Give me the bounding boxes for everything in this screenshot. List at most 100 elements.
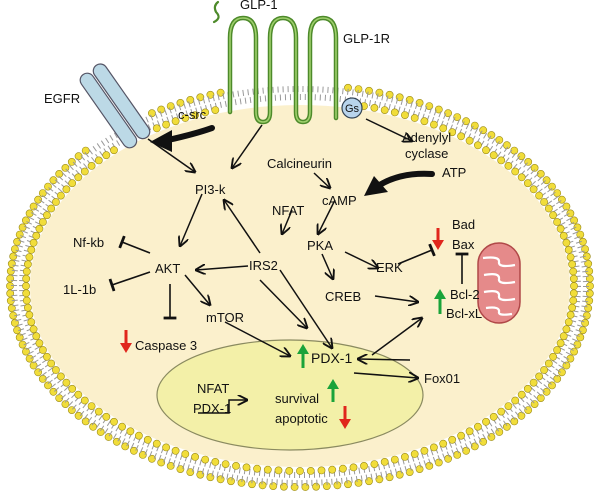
lipid-head — [29, 202, 38, 211]
lipid-head — [29, 325, 38, 334]
lipid-head — [29, 361, 38, 370]
lipid-head — [186, 96, 195, 104]
pdx1-label: PDX-1 — [311, 350, 352, 366]
lipid-head — [306, 466, 315, 475]
lipid-head — [462, 446, 470, 455]
lipid-head — [439, 439, 448, 448]
lipid-head — [400, 452, 409, 461]
lipid-head — [62, 185, 71, 194]
lipid-head — [87, 402, 96, 410]
lipid-head — [479, 437, 488, 446]
lipid-head — [68, 384, 77, 393]
lipid-head — [6, 274, 15, 283]
lipid-head — [102, 412, 111, 421]
nfkb-label: Nf-kb — [73, 235, 104, 250]
lipid-head — [47, 359, 56, 368]
lipid-head — [504, 161, 513, 170]
lipid-head — [328, 465, 337, 474]
lipid-head — [94, 407, 103, 416]
lipid-head — [96, 428, 105, 436]
irs2-label: IRS2 — [249, 258, 278, 273]
lipid-head — [138, 450, 147, 459]
lipid-head — [581, 245, 589, 253]
lipid-head — [191, 111, 199, 119]
lipid-head — [415, 99, 424, 107]
lipid-head — [171, 117, 180, 126]
atp-label: ATP — [442, 165, 466, 180]
lipid-head — [81, 417, 90, 426]
lipid-head — [410, 114, 419, 122]
lipid-head — [344, 480, 352, 489]
lipid-head — [301, 483, 310, 491]
lipid-head — [549, 352, 557, 361]
lipid-head — [529, 185, 538, 194]
lipid-head — [52, 366, 60, 374]
atp-curve-arrow — [375, 170, 435, 189]
lipid-head — [18, 340, 27, 349]
glp1r-label: GLP-1R — [343, 31, 390, 46]
bax-label: Bax — [452, 237, 475, 252]
lipid-head — [573, 340, 582, 349]
nfat-label: NFAT — [272, 203, 304, 218]
lipid-head — [529, 378, 538, 387]
lipid-head — [553, 346, 561, 354]
lipid-head — [211, 457, 220, 466]
lipid-head — [584, 304, 593, 313]
lipid-head — [162, 120, 170, 129]
lipid-head — [25, 310, 34, 319]
lipid-head — [375, 475, 384, 484]
lipid-head — [470, 442, 479, 451]
lipid-head — [10, 245, 19, 253]
atp-arrowhead — [364, 176, 388, 196]
lipid-head — [429, 443, 438, 452]
lipid-head — [370, 460, 379, 468]
lipid-head — [27, 318, 36, 326]
lipid-head — [354, 478, 363, 487]
lipid-head — [410, 450, 419, 458]
lipid-head — [582, 252, 591, 261]
lipid-head — [126, 427, 135, 436]
lipid-head — [32, 332, 41, 341]
lipid-head — [585, 296, 594, 305]
lipid-head — [80, 396, 89, 405]
lipid-head — [553, 189, 562, 197]
glp1-label: GLP-1 — [240, 0, 278, 12]
apoptotic-label: apoptotic — [275, 411, 328, 426]
lipid-head — [9, 252, 18, 261]
lipid-head — [74, 173, 83, 182]
lipid-head — [171, 446, 180, 455]
lipid-head — [181, 450, 190, 458]
lipid-head — [196, 93, 205, 102]
lipid-head — [227, 477, 235, 486]
down-arrow-bad-bax — [432, 228, 444, 250]
lipid-head — [370, 104, 379, 112]
lipid-head — [7, 259, 16, 268]
lipid-head — [482, 146, 490, 155]
lipid-head — [269, 482, 278, 490]
lipid-head — [568, 260, 576, 269]
cyclase-label: cyclase — [405, 146, 448, 161]
lipid-head — [29, 238, 38, 247]
lipid-head — [55, 169, 64, 178]
lipid-head — [444, 109, 452, 118]
lipid-head — [380, 457, 389, 466]
lipid-head — [7, 304, 16, 313]
lipid-head — [566, 253, 575, 261]
lipid-head — [365, 86, 373, 95]
lipid-head — [80, 167, 89, 176]
lipid-head — [482, 417, 490, 426]
gs-label: Gs — [345, 103, 360, 115]
lipid-head — [23, 303, 32, 312]
lipid-head — [152, 439, 161, 448]
lipid-head — [201, 455, 210, 464]
lipid-head — [349, 463, 358, 472]
lipid-head — [285, 466, 294, 475]
pathway-arrows — [147, 118, 422, 414]
lipid-head — [569, 289, 578, 298]
lipid-head — [390, 108, 399, 117]
lipid-head — [544, 359, 553, 368]
lipid-head — [380, 106, 389, 114]
lipid-head — [102, 151, 111, 160]
